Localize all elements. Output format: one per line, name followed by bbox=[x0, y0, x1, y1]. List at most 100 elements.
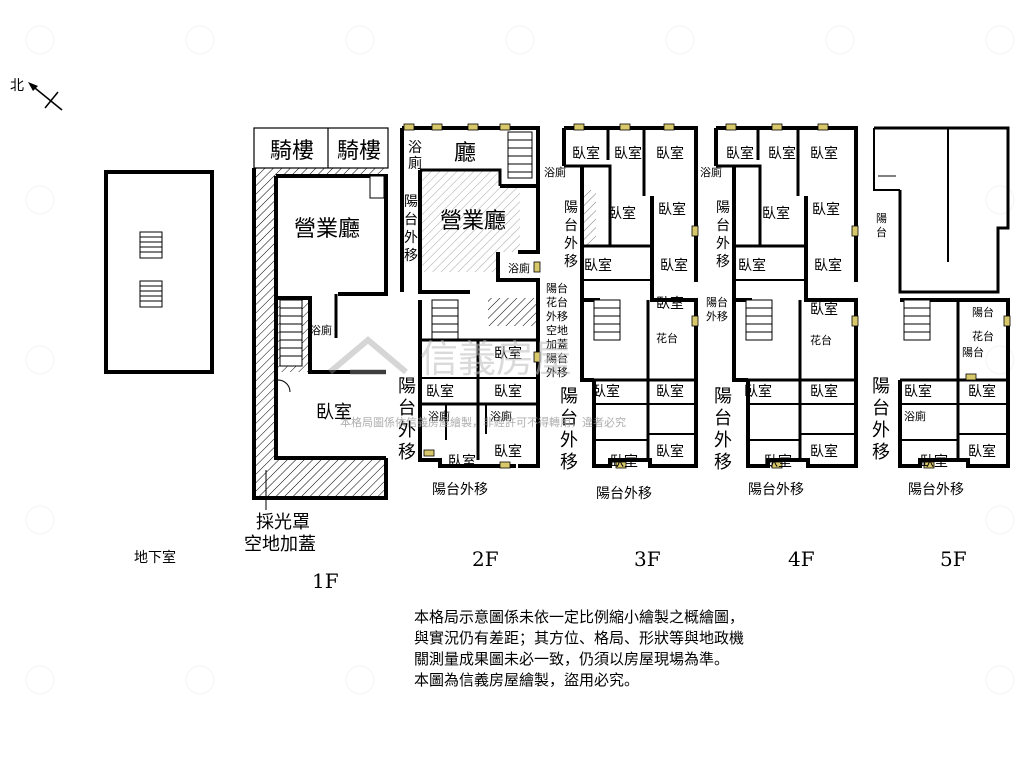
svg-text:台: 台 bbox=[398, 398, 416, 419]
svg-text:臥室: 臥室 bbox=[592, 383, 620, 400]
svg-text:台: 台 bbox=[714, 408, 732, 429]
svg-text:臥室: 臥室 bbox=[968, 383, 996, 400]
svg-text:臥室: 臥室 bbox=[656, 295, 684, 312]
svg-text:陽: 陽 bbox=[560, 386, 578, 407]
svg-text:臥室: 臥室 bbox=[656, 443, 684, 460]
rooms-5f: 臥室 臥室 臥室 臥室 bbox=[904, 383, 996, 470]
svg-text:花台: 花台 bbox=[546, 295, 568, 309]
svg-text:台: 台 bbox=[872, 398, 890, 419]
bath-2f-a: 浴 bbox=[408, 140, 422, 156]
watermark-sub: 本格局圖係依信義房屋繪製，非經許可不得轉用，違者必究 bbox=[340, 415, 626, 429]
svg-text:臥室: 臥室 bbox=[726, 145, 754, 162]
svg-text:臥室: 臥室 bbox=[810, 301, 838, 318]
balcony-5f-top: 陽台 bbox=[876, 212, 887, 239]
svg-text:外: 外 bbox=[716, 236, 730, 252]
svg-text:臥室: 臥室 bbox=[660, 257, 688, 274]
svg-text:移: 移 bbox=[404, 248, 418, 264]
floor-5-label: 5F bbox=[940, 547, 967, 571]
balcony-2f-right: 陽台外移 bbox=[398, 376, 416, 463]
svg-text:陽台: 陽台 bbox=[546, 281, 568, 295]
svg-text:外移: 外移 bbox=[546, 366, 568, 379]
disclaimer-line-2: 與實況仍有差距；其方位、格局、形狀等與地政機 bbox=[414, 629, 745, 647]
balcony-5f-bottom: 陽台外移 bbox=[908, 482, 964, 498]
watermark-logo: 信義房屋 本格局圖係依信義房屋繪製，非經許可不得轉用，違者必究 bbox=[328, 336, 626, 429]
bedroom-2f-2: 臥室 bbox=[426, 383, 454, 400]
bath-3f: 浴廁 bbox=[544, 165, 566, 179]
floor-3-label: 3F bbox=[634, 547, 661, 571]
bath-2f-3: 浴廁 bbox=[428, 409, 450, 423]
svg-text:臥室: 臥室 bbox=[810, 443, 838, 460]
svg-text:臥室: 臥室 bbox=[968, 443, 996, 460]
svg-text:陽: 陽 bbox=[872, 376, 890, 397]
floor-5-plan: 陽台 陽台 花台 陽台 臥室 臥室 臥室 臥室 浴廁 陽台外移 陽台外移 5F bbox=[872, 126, 1011, 571]
floor-2-label: 2F bbox=[472, 547, 499, 571]
floor-1-label: 1F bbox=[312, 569, 339, 593]
floor-3-plan: 臥室 臥室 臥室 臥室 臥室 臥室 臥室 臥室 臥室 臥室 臥室 臥室 浴廁 花… bbox=[544, 123, 699, 571]
svg-text:外: 外 bbox=[714, 430, 732, 451]
svg-text:台: 台 bbox=[876, 225, 887, 239]
svg-text:臥室: 臥室 bbox=[744, 383, 772, 400]
balcony-2f-vertical: 陽台外移 bbox=[404, 194, 418, 264]
svg-text:臥室: 臥室 bbox=[810, 145, 838, 162]
svg-text:陽: 陽 bbox=[716, 200, 730, 216]
planter-4f: 花台 bbox=[810, 333, 832, 347]
svg-text:外: 外 bbox=[560, 430, 578, 451]
svg-text:陽: 陽 bbox=[564, 200, 578, 216]
svg-text:移: 移 bbox=[716, 254, 730, 270]
svg-text:台: 台 bbox=[564, 218, 578, 234]
disclaimer-line-1: 本格局示意圖係未依一定比例縮小繪製之概繪圖， bbox=[414, 608, 745, 626]
bedroom-2f-4: 臥室 bbox=[494, 443, 522, 460]
svg-text:陽: 陽 bbox=[876, 212, 887, 225]
balcony-2f-bottom: 陽台外移 bbox=[432, 482, 488, 498]
svg-text:外: 外 bbox=[398, 420, 416, 441]
watermark-brand: 信義房屋 bbox=[420, 337, 572, 381]
svg-text:台: 台 bbox=[716, 218, 730, 234]
svg-text:臥室: 臥室 bbox=[768, 145, 796, 162]
bedroom-1f: 臥室 bbox=[316, 402, 352, 423]
side-notes-2f: 陽台 花台 外移 空地 加蓋 陽台 外移 bbox=[546, 281, 568, 379]
floor-4-plan: 臥室 臥室 臥室 臥室 臥室 臥室 臥室 臥室 臥室 臥室 臥室 臥室 浴廁 花… bbox=[700, 123, 859, 571]
svg-text:臥室: 臥室 bbox=[814, 257, 842, 274]
svg-text:陽: 陽 bbox=[398, 376, 416, 397]
svg-text:臥室: 臥室 bbox=[658, 201, 686, 218]
svg-text:臥室: 臥室 bbox=[904, 383, 932, 400]
bedroom-2f-5: 臥室 bbox=[448, 453, 476, 470]
svg-text:臥室: 臥室 bbox=[810, 383, 838, 400]
svg-text:臥室: 臥室 bbox=[656, 145, 684, 162]
svg-text:加蓋: 加蓋 bbox=[546, 338, 568, 351]
bath-5f: 浴廁 bbox=[904, 409, 926, 423]
basement-plan: 地下室 bbox=[104, 170, 214, 566]
svg-text:臥室: 臥室 bbox=[764, 453, 792, 470]
svg-text:移: 移 bbox=[398, 442, 416, 463]
bedroom-2f-3: 臥室 bbox=[494, 383, 522, 400]
planter-5f: 花台 bbox=[972, 329, 994, 343]
sales-hall-1f: 營業廳 bbox=[294, 217, 360, 242]
floor-1-plan: 騎樓 騎樓 營業廳 浴廁 臥室 採光罩 空地加蓋 1F bbox=[244, 127, 389, 593]
svg-text:臥室: 臥室 bbox=[656, 383, 684, 400]
svg-text:臥室: 臥室 bbox=[762, 205, 790, 222]
svg-text:移: 移 bbox=[872, 442, 890, 463]
covered-yard-label: 空地加蓋 bbox=[244, 534, 316, 555]
arcade-label-2: 騎樓 bbox=[337, 139, 381, 164]
svg-text:陽台: 陽台 bbox=[546, 351, 568, 365]
svg-text:臥室: 臥室 bbox=[572, 145, 600, 162]
svg-text:移: 移 bbox=[714, 452, 732, 473]
skylight-label: 採光罩 bbox=[256, 512, 310, 533]
svg-text:外: 外 bbox=[564, 236, 578, 252]
balcony-4f-vertical: 陽台外移 陽台外移 bbox=[714, 200, 732, 473]
bedroom-2f-1: 臥室 bbox=[494, 345, 522, 362]
disclaimer-line-4: 本圖為信義房屋繪製，盜用必究。 bbox=[414, 671, 640, 689]
floor-2-plan: 浴 廁 廳 營業廳 陽台外移 浴廁 臥室 臥室 臥室 臥室 臥室 浴廁 浴廁 陽… bbox=[398, 123, 568, 571]
svg-text:移: 移 bbox=[564, 254, 578, 270]
svg-text:陽: 陽 bbox=[404, 194, 418, 210]
bath-2f-2: 浴廁 bbox=[508, 261, 530, 275]
north-arrow-icon: 北 bbox=[10, 78, 63, 111]
planter-3f: 花台 bbox=[656, 331, 678, 345]
bath-4f: 浴廁 bbox=[700, 165, 722, 179]
svg-text:外: 外 bbox=[872, 420, 890, 441]
svg-text:移: 移 bbox=[560, 452, 578, 473]
floor-4-label: 4F bbox=[788, 547, 815, 571]
disclaimer-note: 本格局示意圖係未依一定比例縮小繪製之概繪圖， 與實況仍有差距；其方位、格局、形狀… bbox=[414, 607, 834, 691]
svg-text:臥室: 臥室 bbox=[608, 205, 636, 222]
